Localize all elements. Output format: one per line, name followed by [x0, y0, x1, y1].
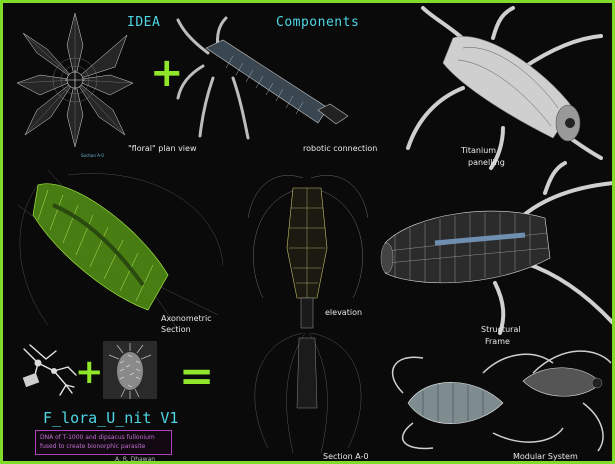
project-description-box: DNA of T-1000 and dipsacus fullonium fus…	[35, 430, 172, 455]
axonometric-section-drawing	[17, 169, 224, 331]
equals-sign: =	[179, 351, 215, 400]
axonometric-section-label: Section	[161, 325, 191, 334]
panelling-label: panelling	[468, 158, 505, 167]
floral-plan-drawing	[16, 12, 134, 148]
robotic-connection-label: robotic connection	[303, 144, 378, 153]
description-line-1: DNA of T-1000 and dipsacus fullonium	[40, 434, 155, 441]
frame-label: Frame	[485, 337, 510, 346]
titanium-panelling-drawing	[406, 6, 603, 170]
structural-label: Structural	[481, 325, 521, 334]
idea-heading: IDEA	[127, 15, 161, 30]
plus-sign-top: +	[150, 50, 184, 96]
project-title: F_lora_U_nit V1	[43, 409, 179, 427]
author-credit: A. R. Dhawan	[115, 456, 156, 463]
plus-sign-bottom: +	[75, 352, 104, 392]
description-line-2: fused to create bionorphic parasite	[40, 443, 146, 450]
axonometric-label: Axonometric	[161, 314, 212, 323]
section-a0-label: Section A-0	[323, 452, 369, 461]
floral-plan-label: "floral" plan view	[128, 144, 197, 153]
titanium-label: Titanium	[461, 146, 497, 155]
modular-system-label: Modular System	[513, 452, 578, 461]
modular-system-drawing	[392, 350, 612, 452]
robot-arm-drawing	[22, 344, 77, 396]
section-marker-label: Section A-0	[81, 153, 104, 158]
robotic-connection-drawing	[176, 16, 349, 140]
structural-frame-drawing	[380, 161, 612, 335]
teasel-image	[103, 341, 157, 399]
elevation-label: elevation	[325, 308, 363, 317]
elevation-drawing	[247, 175, 369, 454]
components-heading: Components	[276, 15, 360, 30]
